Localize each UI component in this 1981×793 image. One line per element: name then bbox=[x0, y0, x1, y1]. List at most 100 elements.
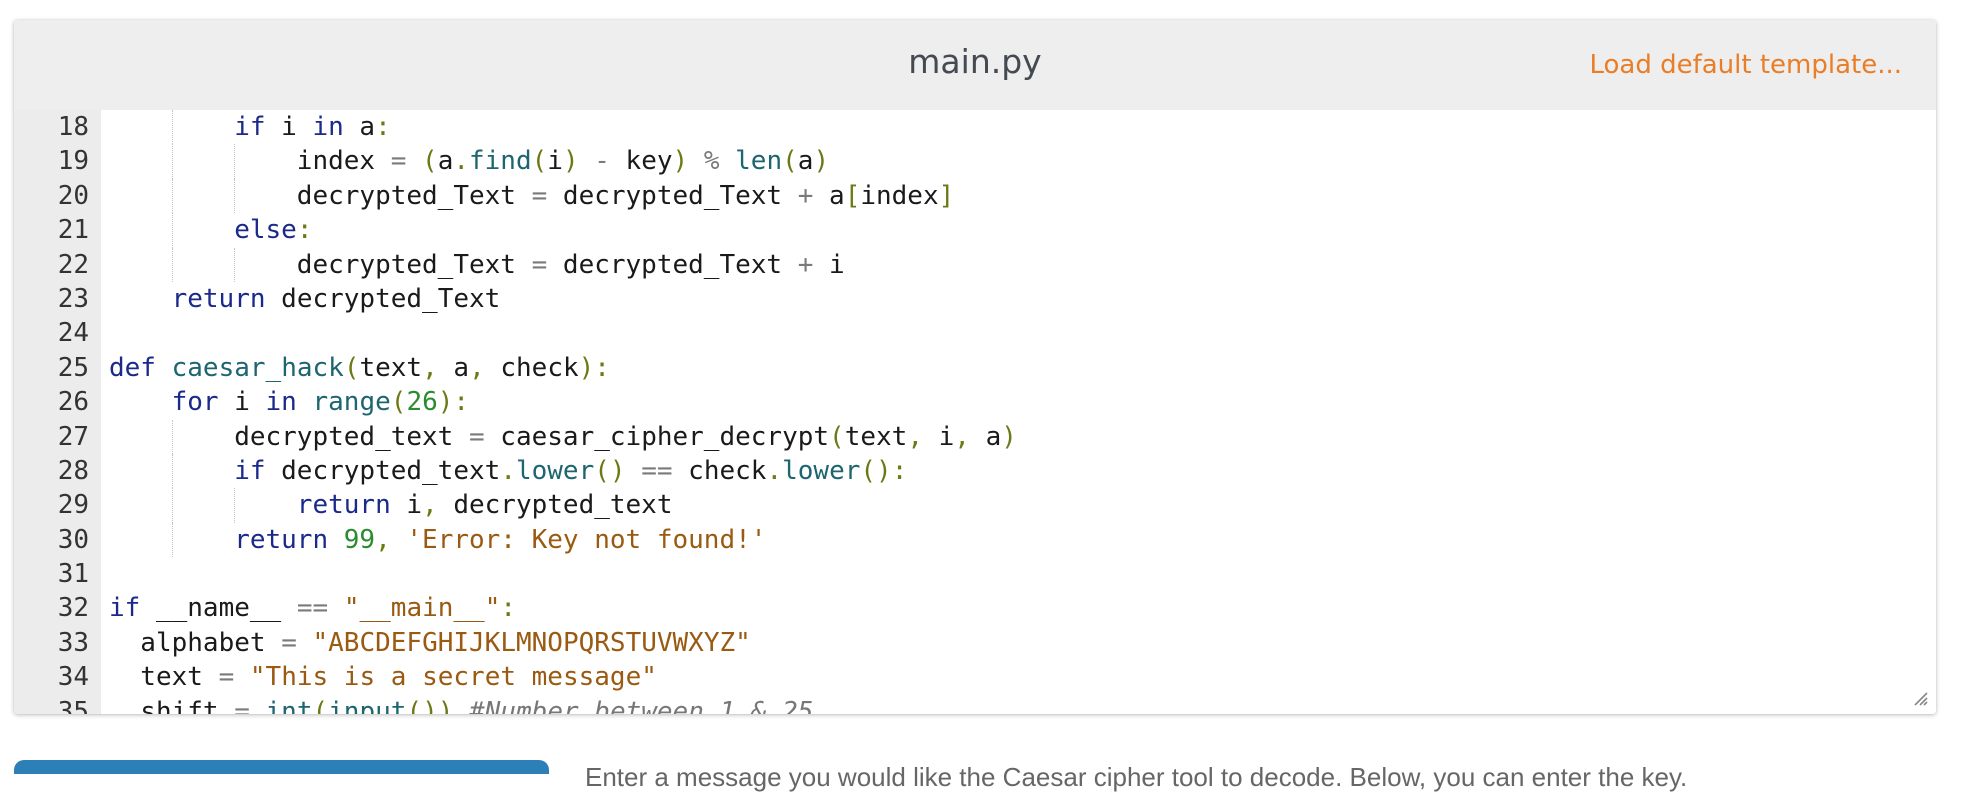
code-token bbox=[453, 697, 469, 714]
line-number: 28 bbox=[57, 455, 89, 486]
code-token bbox=[234, 662, 250, 692]
code-token: , bbox=[422, 352, 438, 383]
code-token: if bbox=[109, 593, 141, 624]
file-name-title: main.py bbox=[908, 42, 1042, 81]
code-token: range bbox=[312, 387, 391, 418]
code-token: return bbox=[234, 524, 329, 555]
code-token: = bbox=[234, 696, 250, 714]
code-token: caesar_hack bbox=[171, 352, 344, 383]
code-token: = bbox=[469, 421, 485, 452]
code-token: check bbox=[672, 455, 767, 486]
line-number: 22 bbox=[57, 249, 89, 280]
line-number: 31 bbox=[57, 559, 89, 590]
code-token: % bbox=[703, 146, 720, 177]
code-token: ( bbox=[531, 146, 548, 177]
code-token: input bbox=[328, 696, 407, 714]
code-token: . bbox=[500, 455, 516, 486]
code-text: if decrypted_text.lower() == check.lower… bbox=[234, 454, 907, 488]
indent-guide bbox=[171, 247, 173, 282]
code-text: index = (a.find(i) - key) % len(a) bbox=[297, 144, 829, 178]
indent-guide bbox=[171, 522, 173, 558]
code-line[interactable]: 28 if decrypted_text.lower() == check.low… bbox=[14, 453, 1936, 489]
code-text: decrypted_text = caesar_cipher_decrypt(t… bbox=[234, 420, 1017, 454]
indent-guide bbox=[234, 488, 236, 523]
line-number: 29 bbox=[57, 490, 89, 521]
indent-guide bbox=[234, 178, 236, 214]
code-line[interactable]: 31 bbox=[14, 557, 1936, 591]
code-token: decrypted_text bbox=[234, 421, 469, 452]
code-token: ) bbox=[672, 146, 689, 177]
code-text: shift = int(input()) #Number between 1 &… bbox=[140, 695, 813, 714]
code-token: ( bbox=[312, 696, 329, 714]
code-text: if i in a: bbox=[234, 110, 391, 144]
code-token: ] bbox=[938, 180, 955, 211]
indent-guide bbox=[171, 110, 173, 145]
line-number: 25 bbox=[57, 352, 89, 383]
code-token: else bbox=[234, 215, 297, 246]
indent-guide bbox=[171, 144, 173, 179]
load-default-template-link[interactable]: Load default template... bbox=[1589, 50, 1902, 80]
code-token: = bbox=[281, 627, 297, 658]
code-token: lower bbox=[515, 455, 595, 486]
submit-button[interactable] bbox=[14, 760, 549, 774]
code-token: . bbox=[453, 146, 469, 177]
line-number: 33 bbox=[57, 627, 89, 658]
code-token: i bbox=[390, 490, 423, 521]
code-token: ( bbox=[782, 146, 798, 177]
code-token: i bbox=[813, 249, 845, 280]
code-token: "__main__" bbox=[343, 593, 501, 624]
code-token: + bbox=[797, 249, 814, 280]
code-token: . bbox=[766, 455, 783, 486]
code-token: return bbox=[296, 490, 391, 521]
code-text: if __name__ == "__main__": bbox=[109, 591, 516, 625]
code-token bbox=[688, 146, 704, 176]
code-line[interactable]: 24 bbox=[14, 316, 1936, 350]
indent-guide bbox=[171, 419, 173, 454]
code-token: for bbox=[171, 387, 219, 418]
line-number: 26 bbox=[57, 387, 89, 418]
code-token bbox=[297, 387, 313, 417]
code-text: else: bbox=[234, 213, 312, 247]
code-token: a bbox=[437, 146, 454, 177]
code-text: text = "This is a secret message" bbox=[140, 660, 657, 694]
line-number: 24 bbox=[57, 318, 89, 349]
code-token: text bbox=[359, 352, 423, 383]
resize-handle-icon[interactable] bbox=[1912, 690, 1928, 706]
code-token bbox=[156, 353, 172, 383]
code-token bbox=[626, 456, 642, 486]
line-number: 30 bbox=[57, 524, 89, 555]
code-text: return decrypted_Text bbox=[172, 282, 501, 316]
code-token: == bbox=[641, 455, 673, 486]
code-token: , bbox=[375, 524, 391, 555]
code-text: decrypted_Text = decrypted_Text + i bbox=[297, 248, 845, 282]
code-token: ) bbox=[562, 146, 579, 177]
code-token: + bbox=[797, 180, 814, 211]
line-number: 20 bbox=[57, 180, 89, 211]
code-line[interactable]: 22 decrypted_Text = decrypted_Text + i bbox=[14, 247, 1936, 282]
code-line[interactable]: 20 decrypted_Text = decrypted_Text + a[in… bbox=[14, 178, 1936, 214]
code-token bbox=[406, 146, 422, 176]
code-token bbox=[328, 593, 344, 623]
code-token: i bbox=[922, 421, 955, 452]
code-token: int bbox=[265, 696, 313, 714]
indent-guide bbox=[234, 144, 236, 179]
indent-guide bbox=[171, 178, 173, 214]
code-token: check bbox=[484, 352, 579, 383]
code-text: decrypted_Text = decrypted_Text + a[inde… bbox=[297, 179, 954, 213]
